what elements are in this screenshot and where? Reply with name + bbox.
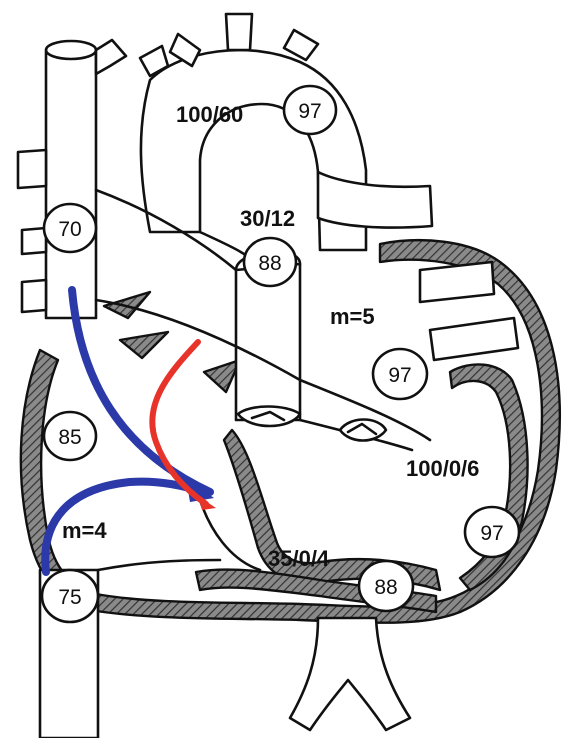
aortic-valve [340, 420, 386, 441]
main-pulmonary-artery [236, 264, 300, 420]
svg-text:88: 88 [374, 576, 397, 599]
sat-pulmonary-artery: 88 [244, 238, 296, 286]
superior-vena-cava [46, 43, 96, 318]
svg-text:97: 97 [388, 364, 411, 387]
sat-svc: 70 [44, 204, 96, 252]
svg-text:75: 75 [58, 586, 81, 609]
blue-arrow-svc [72, 290, 210, 492]
aorta-pressure: 100/60 [176, 102, 243, 127]
right-ventricle-pressure: 35/0/4 [268, 546, 330, 571]
svg-text:97: 97 [298, 100, 321, 123]
sat-left-ventricle: 97 [465, 507, 519, 557]
interventricular-septum [224, 430, 440, 590]
ra-wall-segment-2 [120, 332, 168, 358]
svg-text:70: 70 [58, 218, 81, 241]
svg-text:85: 85 [58, 426, 81, 449]
sat-ivc: 75 [42, 570, 98, 622]
pulmonary-artery-pressure: 30/12 [240, 206, 295, 231]
descending-aorta-bottom [290, 618, 410, 730]
left-ventricle-pressure: 100/0/6 [406, 456, 479, 481]
right-atrium-mean-pressure: m=4 [62, 518, 107, 543]
sat-right-atrium: 85 [44, 412, 96, 460]
svg-text:88: 88 [258, 252, 281, 275]
la-wall-segment [204, 360, 240, 392]
pulmonary-valve [238, 407, 300, 427]
sat-aorta: 97 [284, 86, 336, 134]
sat-left-atrium: 97 [373, 349, 427, 399]
sat-right-ventricle: 88 [359, 561, 413, 611]
left-atrium-mean-pressure: m=5 [330, 304, 375, 329]
svg-text:97: 97 [480, 522, 503, 545]
